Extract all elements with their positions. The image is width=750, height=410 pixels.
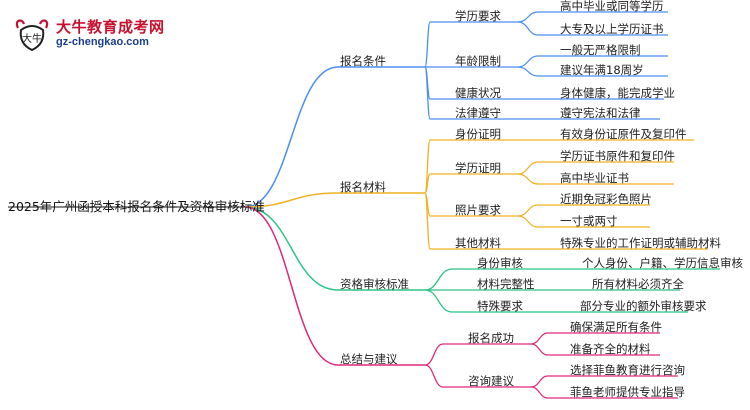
sub-connector [424, 289, 453, 313]
leaf-connector [517, 11, 539, 23]
root-topic: 2025年广州函授本科报名条件及资格审核标准 [8, 199, 265, 214]
branch-connector [244, 66, 339, 208]
sub-topic-label: 特殊要求 [477, 299, 523, 313]
leaf-label: 一般无严格限制 [560, 43, 641, 57]
branch-connector [244, 206, 339, 291]
leaf-connector [530, 332, 549, 345]
leaf-connector [517, 21, 539, 36]
branch-connector [244, 206, 339, 366]
sub-topic-label: 身份证明 [455, 127, 501, 141]
sub-topic-label: 其他材料 [455, 236, 501, 250]
sub-topic-label: 法律遵守 [455, 106, 501, 120]
leaf-label: 选择菲鱼教育进行咨询 [570, 363, 685, 377]
sub-topic-label: 材料完整性 [477, 277, 535, 291]
leaf-connector [530, 375, 549, 388]
leaf-connector [517, 204, 539, 217]
leaf-connector [517, 215, 539, 228]
sub-connector [424, 268, 453, 291]
leaf-connector [530, 386, 549, 399]
branch-label: 总结与建议 [340, 352, 398, 366]
leaf-connector [517, 66, 539, 77]
sub-connector [424, 192, 431, 250]
leaf-label: 部分专业的额外审核要求 [580, 299, 707, 313]
leaf-label: 特殊专业的工作证明或辅助材料 [560, 236, 721, 250]
sub-topic-label: 学历要求 [455, 9, 501, 23]
sub-topic-label: 健康状况 [455, 86, 501, 100]
leaf-label: 所有材料必须齐全 [592, 277, 684, 291]
sub-connector [424, 343, 444, 366]
leaf-label: 近期免冠彩色照片 [560, 192, 652, 206]
leaf-label: 有效身份证原件及复印件 [560, 127, 687, 141]
sub-topic-label: 照片要求 [455, 203, 501, 217]
leaf-label: 高中毕业或同等学历 [560, 0, 664, 13]
branch-connector [244, 192, 339, 208]
bull-logo-icon: 大牛 [15, 19, 49, 52]
sub-topic-label: 报名成功 [468, 331, 514, 345]
logo-url: gz-chengkao.com [56, 36, 149, 48]
leaf-label: 身体健康，能完成学业 [560, 86, 675, 100]
sub-topic-label: 身份审核 [477, 256, 523, 270]
branch-label: 报名条件 [340, 54, 386, 68]
sub-connector [424, 173, 431, 194]
sub-topic-label: 年龄限制 [455, 54, 501, 68]
leaf-connector [517, 161, 539, 175]
leaf-connector [530, 343, 549, 356]
leaf-label: 高中毕业证书 [560, 171, 629, 185]
leaf-label: 准备齐全的材料 [570, 342, 651, 356]
leaf-label: 菲鱼老师提供专业指导 [570, 385, 685, 399]
leaf-label: 遵守宪法和法律 [560, 106, 641, 120]
leaf-label: 建议年满18周岁 [560, 63, 644, 77]
sub-topic-label: 学历证明 [455, 161, 501, 175]
leaf-label: 确保满足所有条件 [570, 320, 662, 334]
site-logo[interactable]: 大牛 大牛教育成考网 gz-chengkao.com [12, 14, 182, 54]
leaf-label: 学历证书原件和复印件 [560, 149, 675, 163]
leaf-label: 个人身份、户籍、学历信息审核 [582, 256, 743, 270]
branch-label: 资格审核标准 [340, 277, 409, 291]
sub-topic-label: 咨询建议 [468, 374, 514, 388]
logo-title: 大牛教育成考网 [56, 18, 165, 36]
logo-mark-text: 大牛 [22, 32, 42, 45]
sub-connector [424, 364, 444, 388]
sub-connector [424, 66, 431, 120]
leaf-label: 大专及以上学历证书 [560, 22, 664, 36]
sub-connector [424, 21, 431, 68]
leaf-connector [517, 173, 539, 185]
leaf-connector [517, 55, 539, 68]
branch-label: 报名材料 [340, 180, 386, 194]
leaf-label: 一寸或两寸 [560, 214, 618, 228]
